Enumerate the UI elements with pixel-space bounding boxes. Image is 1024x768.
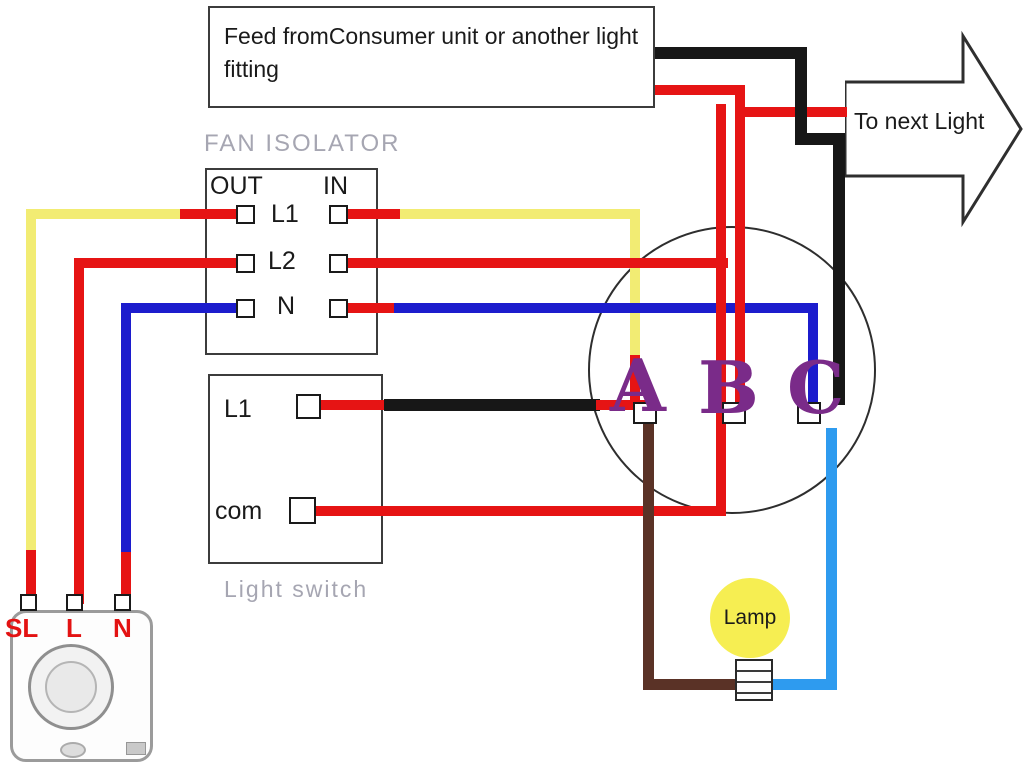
fan-n-terminal	[114, 594, 131, 611]
wire-sl-out-yellow-v	[26, 209, 36, 559]
wire-l-out-red-v	[74, 258, 84, 604]
light-switch-l1-terminal	[296, 394, 321, 419]
fan-l-terminal	[66, 594, 83, 611]
light-switch-l1-label: L1	[224, 395, 252, 423]
wire-n-in-red-tip	[348, 303, 398, 313]
wire-sl-in-yellow-h	[400, 209, 640, 219]
fan-sl-terminal	[20, 594, 37, 611]
wire-n-rose-blue-v	[808, 303, 818, 405]
wire-next-light-red-h	[735, 107, 847, 117]
fan-isolator-out-header: OUT	[210, 172, 263, 200]
isolator-in-l1-terminal	[329, 205, 348, 224]
wire-sl-in-yellow-v	[630, 209, 640, 359]
wire-sl-out-yellow-h	[26, 209, 186, 219]
fan-badge-icon	[126, 742, 146, 755]
wire-com-red-h	[314, 506, 726, 516]
wire-lamp-blue-h	[770, 679, 837, 690]
wire-sl-in-red-tip	[348, 209, 404, 219]
wire-n-fan-red-tip	[121, 552, 131, 602]
wire-n-out-blue-v	[121, 303, 131, 555]
fan-impeller-hub-icon	[45, 661, 97, 713]
feed-box: Feed fromConsumer unit or another light …	[208, 6, 655, 108]
fan-isolator-in-header: IN	[323, 172, 348, 200]
wire-n-in-blue-h	[394, 303, 818, 313]
fan-l-label: L	[66, 613, 82, 643]
isolator-out-l2-terminal	[236, 254, 255, 273]
wire-feed-neutral-black-h	[655, 47, 805, 59]
feed-box-text: Feed fromConsumer unit or another light …	[224, 23, 639, 83]
wire-lamp-blue-v	[826, 428, 837, 690]
isolator-out-n-terminal	[236, 299, 255, 318]
fan-isolator-row-l2-label: L2	[268, 247, 296, 275]
wire-switch-l1-red-tip	[320, 400, 388, 410]
light-switch-caption: Light switch	[224, 576, 369, 602]
rose-terminal-b-letter: B	[698, 345, 759, 430]
lamp-holder	[735, 659, 773, 701]
wire-n-out-blue-h	[121, 303, 244, 313]
wire-sl-rose-red-tip	[630, 355, 640, 405]
lamp-label: Lamp	[723, 606, 777, 629]
fan-isolator-title: FAN ISOLATOR	[204, 130, 401, 157]
wire-l-in-red-h	[348, 258, 728, 268]
next-light-arrow-label: To next Light	[854, 108, 985, 134]
next-light-arrow-icon	[845, 30, 1023, 228]
isolator-out-l1-terminal	[236, 205, 255, 224]
isolator-in-n-terminal	[329, 299, 348, 318]
wire-feed-neutral-black-h2	[795, 133, 845, 145]
wire-feed-live-red-h	[655, 85, 745, 95]
rose-terminal-a	[633, 402, 657, 424]
wire-feed-neutral-black-v	[795, 47, 807, 145]
wire-switched-live-black-h	[384, 399, 600, 411]
fan-sl-label: SL	[5, 613, 39, 643]
fan-vent-icon	[60, 742, 86, 758]
isolator-in-l2-terminal	[329, 254, 348, 273]
wire-feed-neutral-black-v2	[833, 133, 845, 405]
wire-feed-live-red-v-b	[735, 85, 745, 419]
rose-terminal-b	[722, 402, 746, 424]
fan-isolator-row-l1-label: L1	[271, 200, 299, 228]
wire-sl-out-red-tip	[180, 209, 244, 219]
lamp-bulb: Lamp	[710, 578, 790, 658]
wire-rose-a-red-tip	[596, 400, 654, 410]
rose-terminal-a-letter: A	[610, 343, 666, 428]
rose-terminal-c	[797, 402, 821, 424]
light-switch-com-terminal	[289, 497, 316, 524]
wire-l-out-red-h	[74, 258, 244, 268]
fan-n-label: N	[113, 613, 132, 643]
wire-feed-live-red-v-com	[716, 104, 726, 514]
wire-lamp-brown-v	[643, 421, 654, 689]
ceiling-rose-circle	[588, 226, 876, 514]
light-switch-com-label: com	[215, 497, 263, 525]
light-switch-box	[208, 374, 383, 564]
rose-terminal-c-letter: C	[787, 345, 845, 430]
fan-isolator-row-n-label: N	[277, 292, 296, 320]
wire-lamp-brown-h	[643, 679, 739, 690]
wire-sl-fan-red-tip	[26, 550, 36, 602]
